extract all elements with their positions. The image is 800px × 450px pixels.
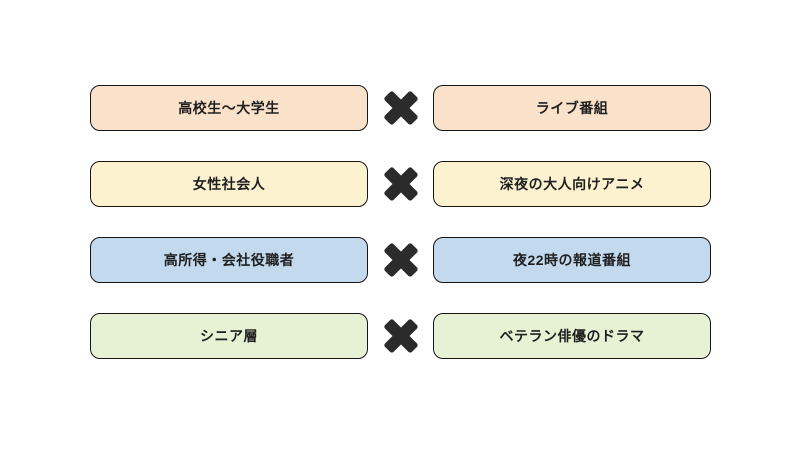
audience-box: 女性社会人 xyxy=(90,161,368,207)
audience-box: シニア層 xyxy=(90,313,368,359)
multiply-icon xyxy=(368,313,433,359)
pairing-row: シニア層 ベテラン俳優のドラマ xyxy=(90,313,711,359)
audience-box: 高所得・会社役職者 xyxy=(90,237,368,283)
content-box: 夜22時の報道番組 xyxy=(433,237,711,283)
content-box: ライブ番組 xyxy=(433,85,711,131)
multiply-icon xyxy=(368,161,433,207)
pairing-row: 高校生〜大学生 ライブ番組 xyxy=(90,85,711,131)
multiply-icon xyxy=(368,237,433,283)
content-box: 深夜の大人向けアニメ xyxy=(433,161,711,207)
pairing-rows: 高校生〜大学生 ライブ番組 女性社会人 深夜の大人向けアニメ 高所得・会社役職者… xyxy=(90,85,711,359)
audience-box: 高校生〜大学生 xyxy=(90,85,368,131)
content-box: ベテラン俳優のドラマ xyxy=(433,313,711,359)
pairing-row: 高所得・会社役職者 夜22時の報道番組 xyxy=(90,237,711,283)
pairing-row: 女性社会人 深夜の大人向けアニメ xyxy=(90,161,711,207)
multiply-icon xyxy=(368,85,433,131)
